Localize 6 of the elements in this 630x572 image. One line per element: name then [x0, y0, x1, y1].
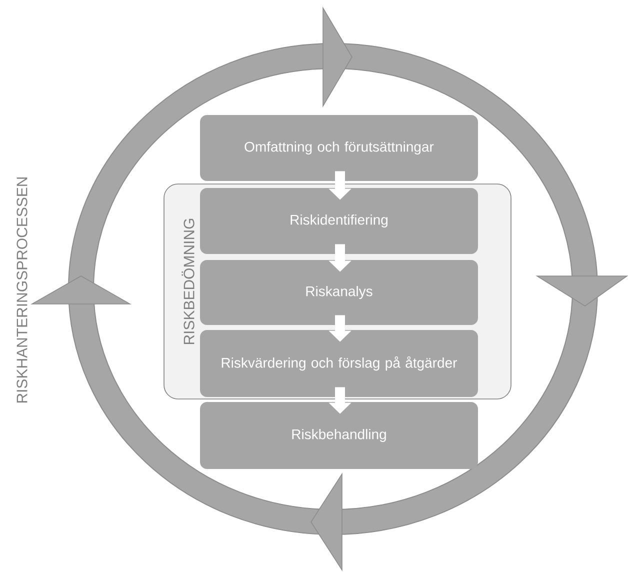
process-box: Riskbehandling — [200, 402, 478, 469]
side-label: RISKHANTERINGSPROCESSEN — [16, 177, 28, 403]
process-box: Riskidentifiering — [200, 188, 478, 254]
process-box: Riskanalys — [200, 260, 478, 325]
process-box: Omfattning och förutsättningar — [200, 115, 478, 181]
process-box: Riskvärdering och förslag på åtgärder — [200, 330, 478, 397]
